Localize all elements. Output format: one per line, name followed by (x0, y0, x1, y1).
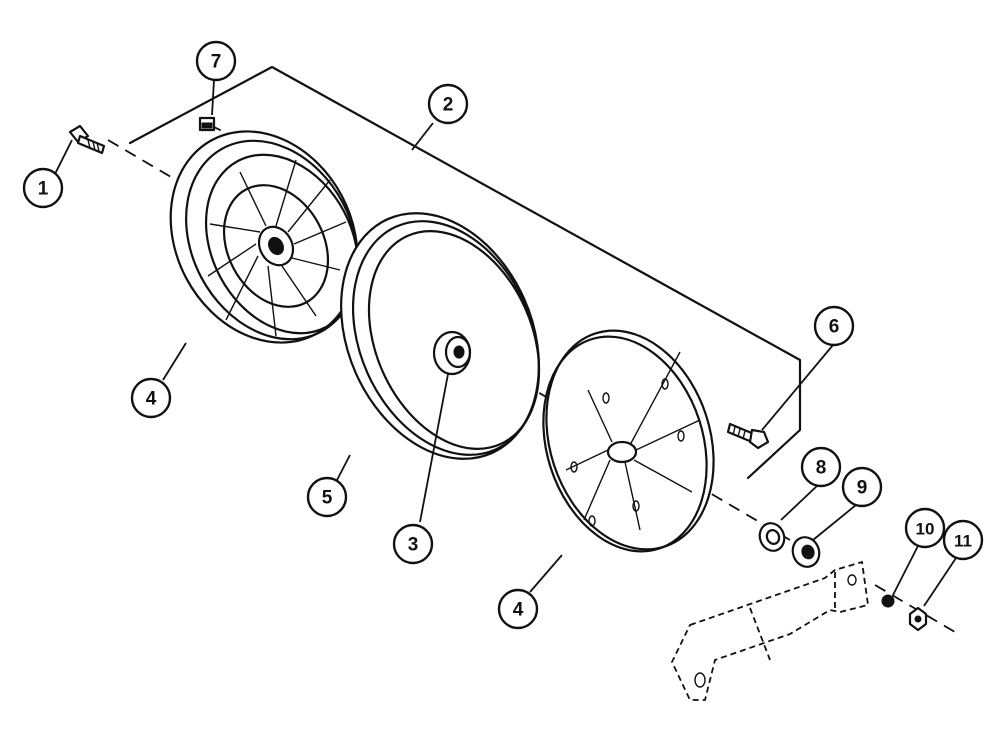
callout-1-label: 1 (38, 179, 49, 200)
callout-3: 3 (392, 523, 434, 565)
callout-8-label: 8 (816, 458, 827, 479)
callout-6: 6 (813, 305, 855, 347)
spacer-part (791, 536, 821, 568)
callout-1: 1 (22, 167, 64, 209)
callout-9: 9 (841, 466, 883, 508)
callout-3-label: 3 (408, 535, 419, 556)
callout-4-right-label: 4 (513, 600, 524, 621)
callout-10-label: 10 (916, 520, 935, 539)
callout-8: 8 (800, 446, 842, 488)
wheel-half-spoked-part (169, 130, 360, 344)
callout-6-label: 6 (829, 317, 840, 338)
callout-2-label: 2 (443, 95, 454, 116)
axle-bolt-part (726, 422, 770, 450)
bearing-part (432, 330, 472, 376)
wheel-half-solid-part (542, 329, 715, 560)
lock-washer-part (881, 594, 895, 608)
callout-2: 2 (427, 83, 469, 125)
assembly-bracket-line (128, 65, 802, 480)
callout-11: 11 (942, 519, 984, 561)
callout-7: 7 (195, 40, 237, 82)
callout-5: 5 (306, 476, 348, 518)
callout-7-label: 7 (211, 52, 222, 73)
callout-10: 10 (904, 507, 946, 549)
leader-lines (52, 79, 959, 607)
callout-5-label: 5 (322, 488, 333, 509)
hex-nut-part (908, 606, 928, 632)
mounting-arm-phantom (671, 560, 870, 701)
flat-washer-part (758, 522, 786, 552)
callout-9-label: 9 (857, 478, 868, 499)
callout-4-left: 4 (130, 377, 172, 419)
callout-11-label: 11 (954, 532, 972, 551)
square-nut-part (198, 116, 216, 132)
callout-4-right: 4 (497, 588, 539, 630)
callout-4-left-label: 4 (146, 389, 157, 410)
bolt-part (68, 124, 106, 155)
